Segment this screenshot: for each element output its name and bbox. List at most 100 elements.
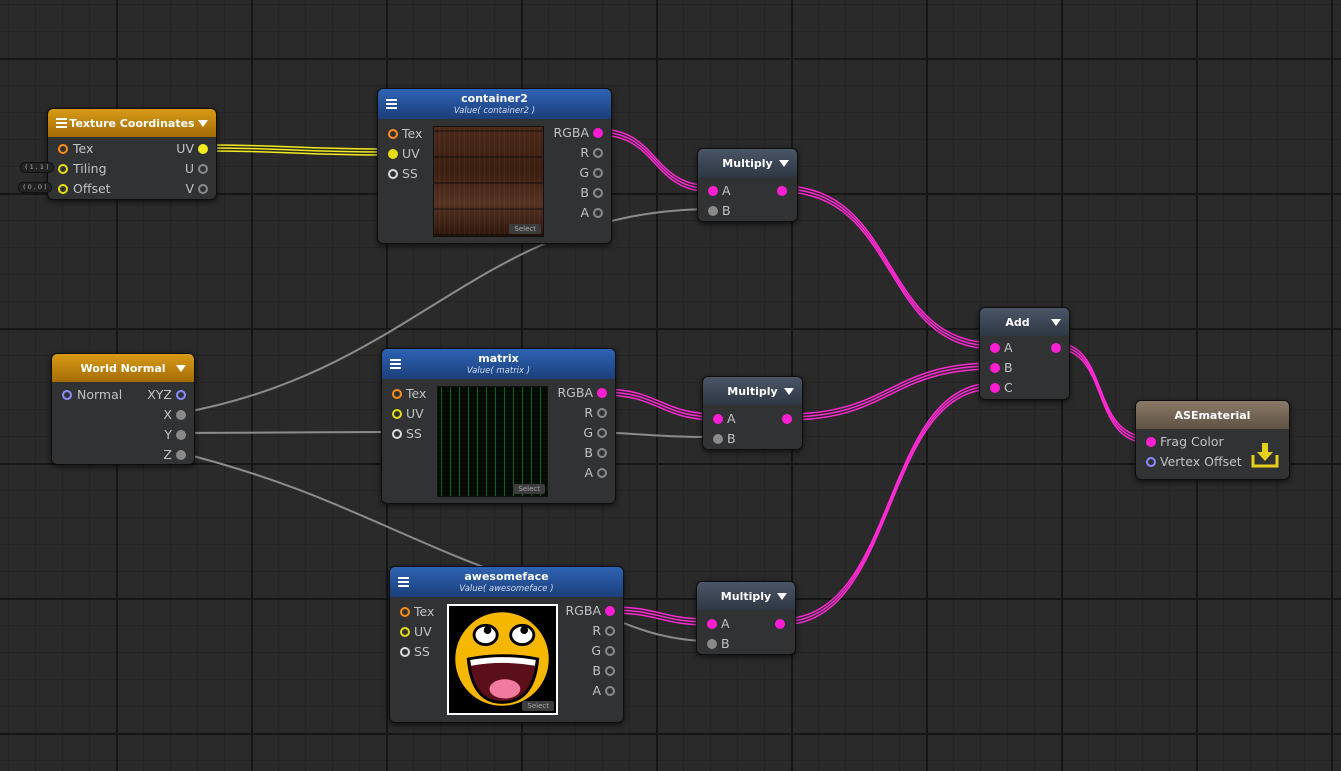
output-pin-rgba[interactable]	[593, 128, 603, 138]
input-pin-tiling[interactable]	[58, 164, 68, 174]
port-label: X	[163, 407, 172, 422]
node-add[interactable]: Add A B C	[979, 307, 1070, 400]
input-pin-uv[interactable]	[392, 409, 402, 419]
node-header[interactable]: Multiply	[697, 582, 795, 610]
node-texture-coordinates[interactable]: Texture Coordinates Tex Tiling Offset UV…	[47, 108, 217, 200]
input-pin-offset[interactable]	[58, 184, 68, 194]
node-asematerial[interactable]: ASEmaterial Frag Color Vertex Offset	[1135, 400, 1290, 480]
output-pin[interactable]	[775, 619, 785, 629]
node-multiply-3[interactable]: Multiply A B	[696, 581, 796, 655]
port-label: SS	[406, 426, 422, 441]
node-header[interactable]: matrix Value( matrix )	[382, 349, 615, 379]
node-header[interactable]: ASEmaterial	[1136, 401, 1289, 429]
select-button[interactable]: Select	[513, 484, 545, 494]
dropdown-icon[interactable]	[779, 160, 789, 167]
output-pin-a[interactable]	[593, 208, 603, 218]
tiling-value-field[interactable]: ( 1 , 1 )	[20, 162, 54, 173]
input-pin-a[interactable]	[708, 186, 718, 196]
input-pin-vertex-offset[interactable]	[1146, 457, 1156, 467]
port-label: C	[1004, 380, 1013, 395]
menu-icon[interactable]	[386, 99, 397, 109]
texture-preview[interactable]: Select	[433, 126, 544, 237]
node-subtitle: Value( awesomeface )	[459, 584, 554, 594]
select-button[interactable]: Select	[522, 701, 554, 711]
node-header[interactable]: World Normal	[52, 354, 194, 382]
menu-icon[interactable]	[390, 359, 401, 369]
output-pin-uv[interactable]	[198, 144, 208, 154]
output-pin[interactable]	[777, 186, 787, 196]
port-label: B	[722, 203, 731, 218]
node-header[interactable]: awesomeface Value( awesomeface )	[390, 567, 623, 597]
menu-icon[interactable]	[398, 577, 409, 587]
input-pin-tex[interactable]	[388, 129, 398, 139]
dropdown-icon[interactable]	[784, 388, 794, 395]
input-pin-b[interactable]	[708, 206, 718, 216]
output-pin-g[interactable]	[605, 646, 615, 656]
node-multiply-2[interactable]: Multiply A B	[702, 376, 803, 450]
output-pin-rgba[interactable]	[597, 388, 607, 398]
texture-preview[interactable]: Select	[437, 386, 548, 497]
output-pin-a[interactable]	[597, 468, 607, 478]
node-title: Multiply	[722, 156, 773, 170]
node-title: Texture Coordinates	[69, 116, 195, 130]
input-pin-b[interactable]	[713, 434, 723, 444]
output-pin-rgba[interactable]	[605, 606, 615, 616]
input-pin-uv[interactable]	[400, 627, 410, 637]
node-awesomeface[interactable]: awesomeface Value( awesomeface ) Tex UV …	[389, 566, 624, 723]
output-pin-g[interactable]	[597, 428, 607, 438]
node-header[interactable]: Texture Coordinates	[48, 109, 216, 137]
node-header[interactable]: Multiply	[703, 377, 802, 405]
port-label: RGBA	[553, 125, 590, 140]
input-pin-normal[interactable]	[62, 390, 72, 400]
output-pin-b[interactable]	[593, 188, 603, 198]
output-pin-y[interactable]	[176, 430, 186, 440]
port-label: Vertex Offset	[1160, 454, 1242, 469]
select-button[interactable]: Select	[509, 224, 541, 234]
node-container2[interactable]: container2 Value( container2 ) Tex UV SS…	[377, 88, 612, 244]
output-pin[interactable]	[1051, 343, 1061, 353]
input-pin-a[interactable]	[990, 343, 1000, 353]
input-pin-a[interactable]	[713, 414, 723, 424]
output-pin-z[interactable]	[176, 450, 186, 460]
input-pin-frag-color[interactable]	[1146, 437, 1156, 447]
output-pin-r[interactable]	[605, 626, 615, 636]
node-world-normal[interactable]: World Normal Normal XYZ X Y Z	[51, 353, 195, 465]
offset-value-field[interactable]: ( 0 , 0 )	[18, 182, 52, 193]
output-pin-xyz[interactable]	[176, 390, 186, 400]
dropdown-icon[interactable]	[176, 365, 186, 372]
output-pin-r[interactable]	[593, 148, 603, 158]
input-pin-b[interactable]	[990, 363, 1000, 373]
output-pin-r[interactable]	[597, 408, 607, 418]
node-multiply-1[interactable]: Multiply A B	[697, 148, 798, 222]
input-pin-tex[interactable]	[400, 607, 410, 617]
output-pin-b[interactable]	[605, 666, 615, 676]
node-header[interactable]: Add	[980, 308, 1069, 336]
input-pin-b[interactable]	[707, 639, 717, 649]
output-pin-b[interactable]	[597, 448, 607, 458]
output-pin[interactable]	[782, 414, 792, 424]
texture-preview[interactable]: Select	[447, 604, 558, 715]
output-pin-x[interactable]	[176, 410, 186, 420]
input-pin-c[interactable]	[990, 383, 1000, 393]
dropdown-icon[interactable]	[777, 593, 787, 600]
output-pin-u[interactable]	[198, 164, 208, 174]
port-label: Tex	[414, 604, 435, 619]
output-pin-a[interactable]	[605, 686, 615, 696]
dropdown-icon[interactable]	[198, 120, 208, 127]
input-pin-tex[interactable]	[392, 389, 402, 399]
input-pin-ss[interactable]	[388, 169, 398, 179]
input-pin-uv[interactable]	[388, 149, 398, 159]
port-label: Offset	[73, 181, 111, 196]
input-pin-tex[interactable]	[58, 144, 68, 154]
output-pin-v[interactable]	[198, 184, 208, 194]
menu-icon[interactable]	[56, 118, 67, 128]
input-pin-ss[interactable]	[392, 429, 402, 439]
node-header[interactable]: container2 Value( container2 )	[378, 89, 611, 119]
dropdown-icon[interactable]	[1051, 319, 1061, 326]
node-matrix[interactable]: matrix Value( matrix ) Tex UV SS Select …	[381, 348, 616, 504]
input-pin-a[interactable]	[707, 619, 717, 629]
node-header[interactable]: Multiply	[698, 149, 797, 177]
port-label: R	[580, 145, 589, 160]
input-pin-ss[interactable]	[400, 647, 410, 657]
output-pin-g[interactable]	[593, 168, 603, 178]
